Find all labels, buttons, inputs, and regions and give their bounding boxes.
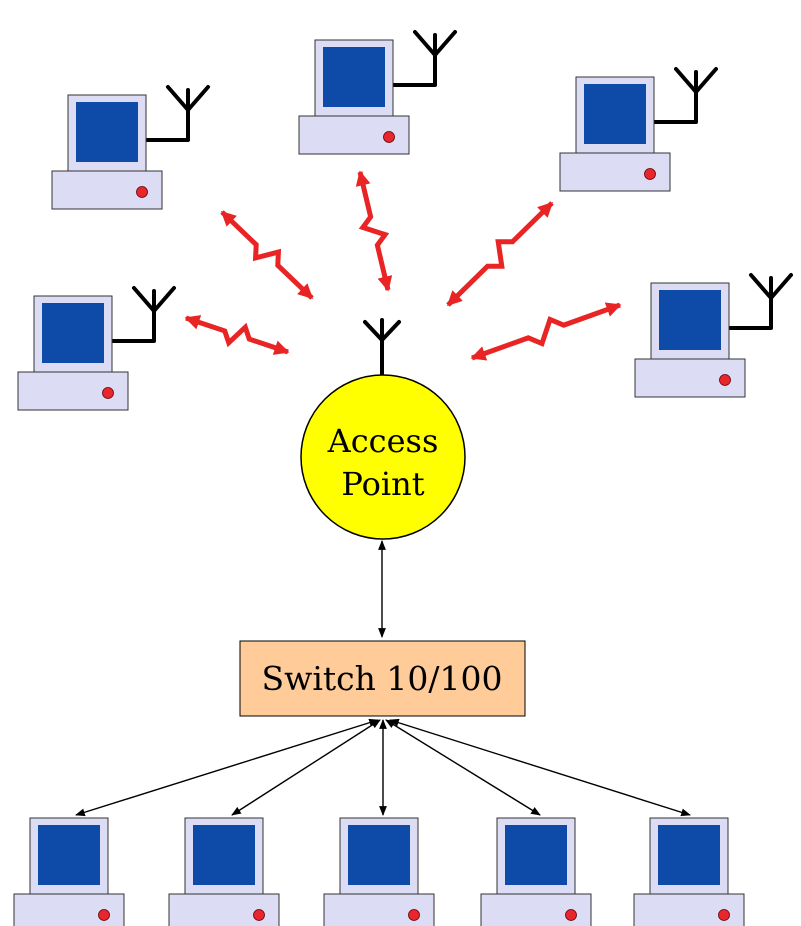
power-led-icon <box>136 186 148 198</box>
monitor-screen <box>505 825 567 885</box>
power-led-icon <box>98 909 110 921</box>
access-point-antenna-icon <box>363 318 401 384</box>
antenna-icon <box>391 30 457 87</box>
computer-icon <box>634 273 793 398</box>
wired-links <box>75 540 691 817</box>
wired-link <box>385 719 541 816</box>
computer-icon <box>13 817 125 926</box>
computer-case <box>323 893 435 926</box>
wired-link <box>389 718 691 817</box>
access-point-circle <box>300 374 466 540</box>
wired-link <box>231 719 381 816</box>
monitor-screen <box>193 825 255 885</box>
wireless-link-icon <box>355 170 393 292</box>
antenna-icon <box>144 85 210 142</box>
wireless-link-icon <box>184 315 290 355</box>
power-led-icon <box>253 909 265 921</box>
power-led-icon <box>644 168 656 180</box>
power-led-icon <box>408 909 420 921</box>
wireless-link-icon <box>220 210 314 300</box>
monitor-screen <box>659 290 721 350</box>
computer-icon <box>17 286 176 411</box>
power-led-icon <box>565 909 577 921</box>
computer-case <box>13 893 125 926</box>
computers <box>13 30 793 926</box>
computer-icon <box>168 817 280 926</box>
power-led-icon <box>718 909 730 921</box>
computer-icon <box>480 817 592 926</box>
computer-icon <box>633 817 745 926</box>
computer-icon <box>51 85 210 210</box>
monitor-screen <box>38 825 100 885</box>
access-point-label-line2: Point <box>341 465 424 503</box>
antenna-icon <box>727 273 793 330</box>
computer-icon <box>559 67 718 192</box>
antenna-icon <box>652 67 718 124</box>
antenna-icon <box>110 286 176 343</box>
power-led-icon <box>383 131 395 143</box>
switch-box <box>239 640 526 717</box>
computer-case <box>480 893 592 926</box>
power-led-icon <box>102 387 114 399</box>
wired-link <box>75 718 379 817</box>
monitor-screen <box>584 84 646 144</box>
wireless-links <box>184 170 622 361</box>
monitor-screen <box>348 825 410 885</box>
computer-case <box>633 893 745 926</box>
monitor-screen <box>76 102 138 162</box>
switch-label: Switch 10/100 <box>262 659 503 698</box>
wireless-link-icon <box>446 201 554 307</box>
computer-icon <box>298 30 457 155</box>
access-point-label-line1: Access <box>327 422 439 460</box>
access-point: Access Point <box>300 318 466 540</box>
power-led-icon <box>719 374 731 386</box>
monitor-screen <box>42 303 104 363</box>
wireless-link-icon <box>470 302 622 361</box>
monitor-screen <box>658 825 720 885</box>
computer-icon <box>323 817 435 926</box>
computer-case <box>168 893 280 926</box>
switch: Switch 10/100 <box>239 640 526 717</box>
monitor-screen <box>323 47 385 107</box>
